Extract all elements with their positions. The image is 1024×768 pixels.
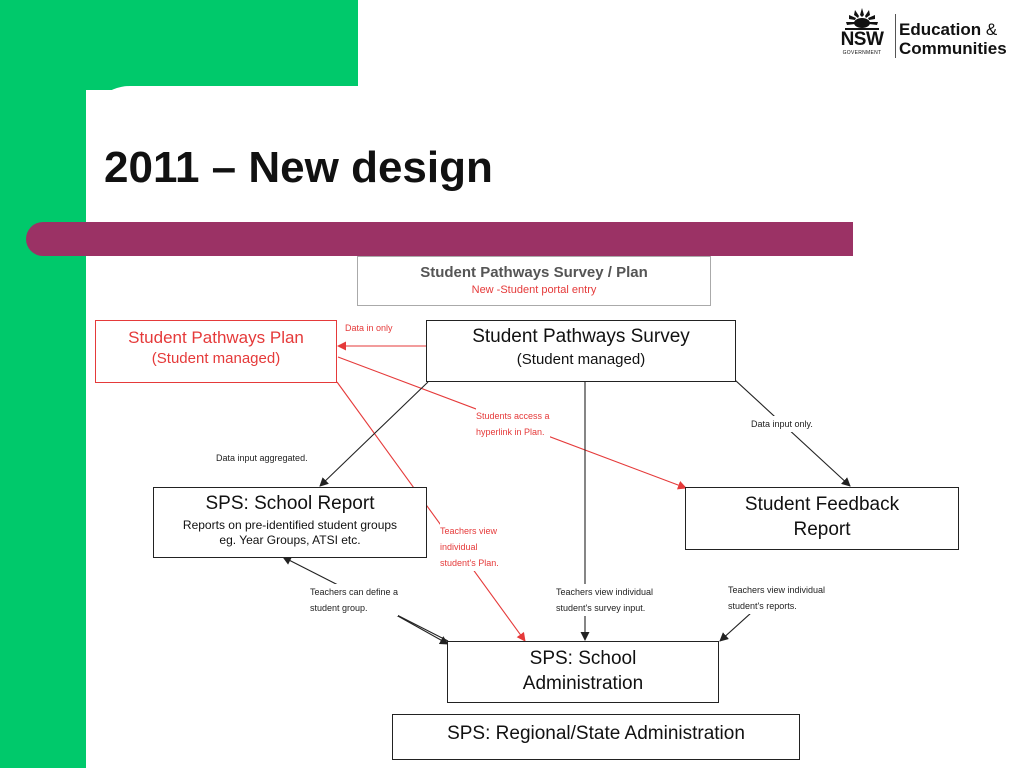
student-feedback-report-box: Student Feedback Report xyxy=(685,487,959,550)
regional-state-administration-box: SPS: Regional/State Administration xyxy=(392,714,800,760)
student-pathways-plan-box: Student Pathways Plan (Student managed) xyxy=(95,320,337,383)
school-report-title: SPS: School Report xyxy=(205,493,375,514)
logo-wordmark: NSW xyxy=(840,29,884,50)
plan-subtitle: (Student managed) xyxy=(151,350,281,367)
logo-wordmark-sub: GOVERNMENT xyxy=(842,50,882,56)
admin-line1: SPS: School xyxy=(529,648,637,669)
header-box-subtitle: New -Student portal entry xyxy=(471,284,597,296)
logo-education-text: Education xyxy=(899,20,982,39)
survey-subtitle: (Student managed) xyxy=(516,351,646,368)
note-teachers-survey-line2: student's survey input. xyxy=(556,603,646,613)
note-data-input-only: Data input only. xyxy=(751,416,813,432)
feedback-line1: Student Feedback xyxy=(744,494,900,515)
waratah-flower-icon xyxy=(845,8,879,30)
arrow-plan-to-admin xyxy=(336,381,526,642)
logo-text-line2: Communities xyxy=(899,39,1007,58)
survey-plan-header-box: Student Pathways Survey / Plan New -Stud… xyxy=(357,256,711,306)
title-underline-band xyxy=(26,222,853,256)
note-teachers-survey-line1: Teachers view individual xyxy=(556,587,654,597)
note-students-access-line1: Students access a xyxy=(476,411,550,421)
note-teachers-define-line1: Teachers can define a xyxy=(310,587,399,597)
slide-title: 2011 – New design xyxy=(104,143,493,192)
logo-text-line1: Education & xyxy=(899,20,997,40)
student-pathways-survey-box: Student Pathways Survey (Student managed… xyxy=(426,320,736,382)
survey-title: Student Pathways Survey xyxy=(472,326,690,347)
note-data-input-aggregated: Data input aggregated. xyxy=(216,450,308,466)
feedback-line2: Report xyxy=(793,519,851,540)
note-data-input-only-text: Data input only. xyxy=(751,419,813,429)
note-teachers-view-reports: Teachers view individual student's repor… xyxy=(728,582,826,614)
arrow-survey-to-school-report xyxy=(319,381,429,487)
school-report-box: SPS: School Report Reports on pre-identi… xyxy=(153,487,427,558)
note-teachers-reports-line1: Teachers view individual xyxy=(728,585,826,595)
note-teachers-view-plan-line3: student's Plan. xyxy=(440,558,499,568)
note-data-in-only-text: Data in only xyxy=(345,323,393,333)
school-report-line2: eg. Year Groups, ATSI etc. xyxy=(219,533,361,547)
school-administration-box: SPS: School Administration xyxy=(447,641,719,703)
logo-ampersand: & xyxy=(985,20,998,39)
note-students-access: Students access a hyperlink in Plan. xyxy=(476,408,550,440)
note-data-in-only: Data in only xyxy=(345,320,393,336)
note-teachers-reports-line2: student's reports. xyxy=(728,601,797,611)
logo-divider xyxy=(895,14,896,58)
admin-line2: Administration xyxy=(522,673,644,694)
note-teachers-define-group: Teachers can define a student group. xyxy=(310,584,399,616)
header-box-title: Student Pathways Survey / Plan xyxy=(420,264,648,281)
note-teachers-view-plan: Teachers view individual student's Plan. xyxy=(440,523,499,571)
green-side-bar xyxy=(0,0,86,768)
note-teachers-view-plan-line1: Teachers view xyxy=(440,526,498,536)
arrow-survey-to-feedback-data xyxy=(734,379,851,487)
note-teachers-view-plan-line2: individual xyxy=(440,542,478,552)
plan-title: Student Pathways Plan xyxy=(128,328,304,347)
regional-title: SPS: Regional/State Administration xyxy=(447,723,745,744)
note-data-input-aggregated-text: Data input aggregated. xyxy=(216,453,308,463)
school-report-line1: Reports on pre-identified student groups xyxy=(182,518,398,532)
note-teachers-view-survey: Teachers view individual student's surve… xyxy=(556,584,654,616)
note-students-access-line2: hyperlink in Plan. xyxy=(476,427,545,437)
nsw-education-logo: NSW GOVERNMENT Education & Communities xyxy=(833,6,1021,64)
note-teachers-define-line2: student group. xyxy=(310,603,368,613)
